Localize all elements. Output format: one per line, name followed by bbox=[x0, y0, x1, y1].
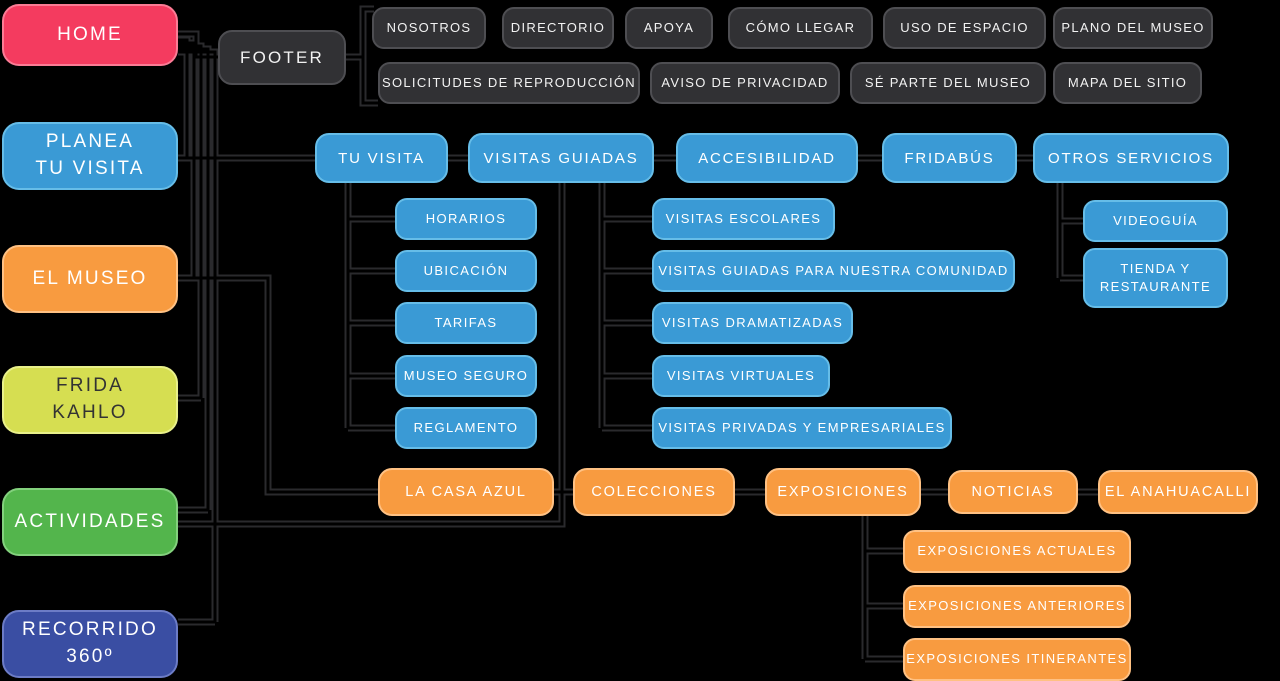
footer-link-directorio[interactable]: DIRECTORIO bbox=[502, 7, 614, 49]
node-accesibilidad[interactable]: ACCESIBILIDAD bbox=[676, 133, 858, 183]
node-la-casa-azul[interactable]: LA CASA AZUL bbox=[378, 468, 554, 516]
node-el-museo[interactable]: EL MUSEO bbox=[2, 245, 178, 313]
node-frida-kahlo[interactable]: FRIDA KAHLO bbox=[2, 366, 178, 434]
node-visitas-dramatizadas[interactable]: VISITAS DRAMATIZADAS bbox=[652, 302, 853, 344]
node-visitas-escolares[interactable]: VISITAS ESCOLARES bbox=[652, 198, 835, 240]
node-videoguia[interactable]: VIDEOGUÍA bbox=[1083, 200, 1228, 242]
node-planea-tu-visita[interactable]: PLANEA TU VISITA bbox=[2, 122, 178, 190]
footer-link-se-parte-del-museo[interactable]: SÉ PARTE DEL MUSEO bbox=[850, 62, 1046, 104]
node-colecciones[interactable]: COLECCIONES bbox=[573, 468, 735, 516]
node-exposiciones-actuales[interactable]: EXPOSICIONES ACTUALES bbox=[903, 530, 1131, 573]
footer-link-plano-del-museo[interactable]: PLANO DEL MUSEO bbox=[1053, 7, 1213, 49]
node-el-anahuacalli[interactable]: EL ANAHUACALLI bbox=[1098, 470, 1258, 514]
node-exposiciones-itinerantes[interactable]: EXPOSICIONES ITINERANTES bbox=[903, 638, 1131, 681]
node-museo-seguro[interactable]: MUSEO SEGURO bbox=[395, 355, 537, 397]
node-tarifas[interactable]: TARIFAS bbox=[395, 302, 537, 344]
node-fridabus[interactable]: FRIDABÚS bbox=[882, 133, 1017, 183]
node-footer[interactable]: FOOTER bbox=[218, 30, 346, 85]
node-recorrido-360[interactable]: RECORRIDO 360º bbox=[2, 610, 178, 678]
node-visitas-virtuales[interactable]: VISITAS VIRTUALES bbox=[652, 355, 830, 397]
node-visitas-privadas[interactable]: VISITAS PRIVADAS Y EMPRESARIALES bbox=[652, 407, 952, 449]
footer-link-mapa-del-sitio[interactable]: MAPA DEL SITIO bbox=[1053, 62, 1202, 104]
node-noticias[interactable]: NOTICIAS bbox=[948, 470, 1078, 514]
node-tu-visita[interactable]: TU VISITA bbox=[315, 133, 448, 183]
footer-link-solicitudes-reproduccion[interactable]: SOLICITUDES DE REPRODUCCIÓN bbox=[378, 62, 640, 104]
footer-link-apoya[interactable]: APOYA bbox=[625, 7, 713, 49]
node-exposiciones[interactable]: EXPOSICIONES bbox=[765, 468, 921, 516]
footer-link-nosotros[interactable]: NOSOTROS bbox=[372, 7, 486, 49]
node-reglamento[interactable]: REGLAMENTO bbox=[395, 407, 537, 449]
node-otros-servicios[interactable]: OTROS SERVICIOS bbox=[1033, 133, 1229, 183]
footer-link-como-llegar[interactable]: CÓMO LLEGAR bbox=[728, 7, 873, 49]
node-exposiciones-anteriores[interactable]: EXPOSICIONES ANTERIORES bbox=[903, 585, 1131, 628]
node-visitas-guiadas[interactable]: VISITAS GUIADAS bbox=[468, 133, 654, 183]
node-home[interactable]: HOME bbox=[2, 4, 178, 66]
node-actividades[interactable]: ACTIVIDADES bbox=[2, 488, 178, 556]
node-tienda-restaurante[interactable]: TIENDA Y RESTAURANTE bbox=[1083, 248, 1228, 308]
footer-link-aviso-privacidad[interactable]: AVISO DE PRIVACIDAD bbox=[650, 62, 840, 104]
node-visitas-comunidad[interactable]: VISITAS GUIADAS PARA NUESTRA COMUNIDAD bbox=[652, 250, 1015, 292]
node-ubicacion[interactable]: UBICACIÓN bbox=[395, 250, 537, 292]
footer-link-uso-de-espacio[interactable]: USO DE ESPACIO bbox=[883, 7, 1046, 49]
node-horarios[interactable]: HORARIOS bbox=[395, 198, 537, 240]
